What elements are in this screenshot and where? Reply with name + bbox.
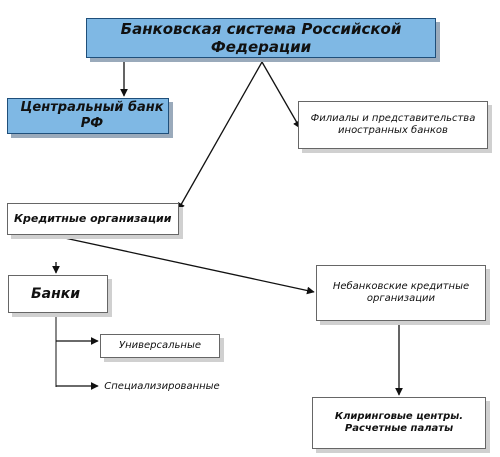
arrow-credit-to-non-bank bbox=[59, 236, 315, 295]
node-specialized-banks: Специализированные bbox=[100, 375, 224, 399]
specialized-label: Специализированные bbox=[104, 381, 220, 392]
root-node-bank-system: Банковская система Российской Федерации bbox=[86, 18, 436, 58]
central-bank-label: Центральный банк РФ bbox=[20, 100, 164, 131]
node-banks: Банки bbox=[8, 275, 108, 313]
node-non-bank-credit-orgs: Небанковские кредитные организации bbox=[316, 265, 486, 321]
credit-organizations-label: Кредитные организации bbox=[14, 212, 172, 226]
non-bank-credit-orgs-label: Небанковские кредитные организации bbox=[332, 281, 470, 304]
node-foreign-branches: Филиалы и представительства иностранных … bbox=[298, 101, 488, 149]
node-central-bank: Центральный банк РФ bbox=[7, 98, 169, 134]
node-credit-organizations: Кредитные организации bbox=[7, 203, 179, 235]
clearing-centers-label: Клиринговые центры. Расчетные палаты bbox=[334, 411, 464, 434]
node-universal-banks: Универсальные bbox=[100, 334, 220, 358]
banks-label: Банки bbox=[31, 285, 81, 302]
foreign-branches-label: Филиалы и представительства иностранных … bbox=[310, 113, 476, 136]
root-node-label: Банковская система Российской Федерации bbox=[120, 20, 402, 56]
universal-label: Универсальные bbox=[118, 340, 202, 351]
arrow-root-to-credit-orgs bbox=[177, 61, 263, 211]
node-clearing-centers: Клиринговые центры. Расчетные палаты bbox=[312, 397, 486, 449]
arrow-root-to-foreign-branches bbox=[261, 61, 301, 129]
